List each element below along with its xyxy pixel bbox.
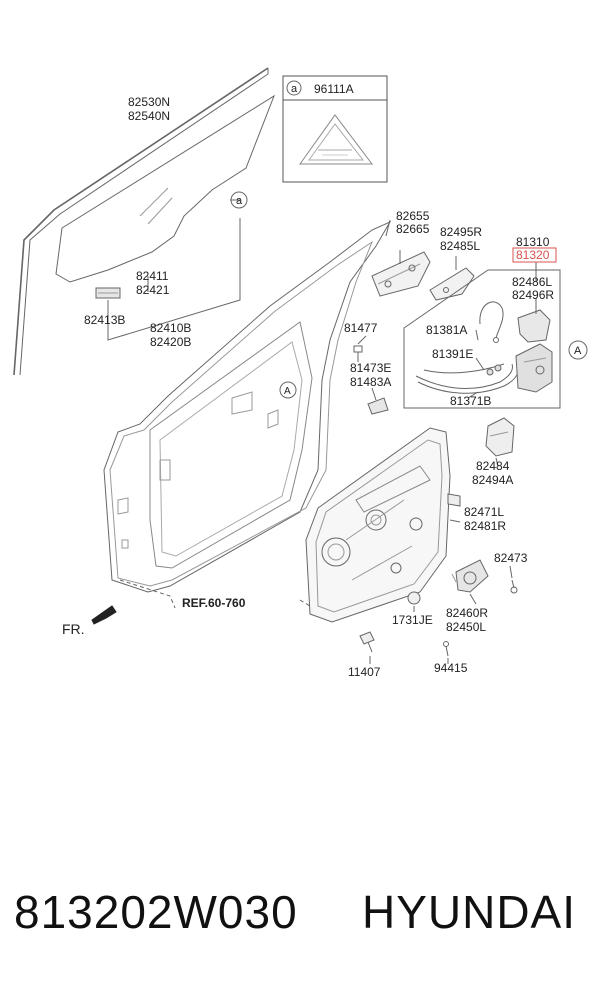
hinge-upper [371,251,431,297]
callout-82530n: 82530N [128,95,170,109]
callout-82473: 82473 [494,551,528,565]
marker-a-frame-label: A [284,386,291,397]
callout-82496r: 82496R [512,288,554,302]
callout-82460r: 82460R [446,606,488,620]
inside-handle-cable [479,301,504,343]
ref-dashed-line [119,579,176,609]
door-glass [55,94,276,283]
callout-82410b: 82410B [150,321,191,335]
door-module-plate [305,427,461,623]
marker-a-latch [568,340,588,360]
callout-82495r: 82495R [440,225,482,239]
callout-82411: 82411 [136,269,169,283]
door-inner-frame [103,220,392,593]
grommet-1731je [407,591,421,605]
callout-82484: 82484 [476,459,510,473]
callout-81483a: 81483A [350,375,391,389]
parts-diagram: 82530N 82540N 82411 82421 82413B 82410B … [13,67,588,679]
callout-81381a: 81381A [426,323,467,337]
latch-group-box [403,269,561,409]
callout-82420b: 82420B [150,335,191,349]
ref-label: REF.60-760 [182,596,246,610]
part-number-caption: 813202W030 [14,886,298,938]
door-latch-81320 [515,309,553,393]
front-arrow-icon [91,605,117,625]
marker-a-glass [230,191,248,209]
callout-81320: 81320 [516,248,550,262]
callout-82471l: 82471L [464,505,504,519]
leader-lines [230,199,537,664]
callout-82485l: 82485L [440,239,480,253]
marker-a-latch-label: A [574,345,582,357]
callout-82413b: 82413B [84,313,125,327]
callout-81477: 81477 [344,321,378,335]
screw-82473 [510,579,518,594]
callout-82486l: 82486L [512,275,552,289]
screw-94415 [443,641,449,657]
callout-81371b: 81371B [450,394,491,408]
callout-82494a: 82494A [472,473,513,487]
callout-81310: 81310 [516,235,550,249]
latch-cables [415,363,519,394]
clip-81473e [367,397,389,415]
glass-clip [95,287,121,299]
hinge-bracket [429,267,475,301]
caption: 813202W030 HYUNDAI [0,872,600,952]
callout-82540n: 82540N [128,109,170,123]
bolt-11407 [359,631,375,653]
marker-a-glass-label: a [236,195,243,207]
callout-labels: 82530N 82540N 82411 82421 82413B 82410B … [62,82,582,679]
callout-96111a: 96111A [314,82,354,96]
front-label: FR. [62,621,85,637]
window-motor [451,559,489,593]
latch-bracket [485,417,515,457]
callout-81391e: 81391E [432,347,473,361]
callout-1731je: 1731JE [392,613,433,627]
callout-11407: 11407 [348,665,381,679]
safety-label-box [282,75,388,183]
highlighted-part: 81320 [512,247,557,263]
callout-82665: 82665 [396,222,430,236]
callout-81473e: 81473E [350,361,391,375]
callout-94415: 94415 [434,661,468,675]
callout-82450l: 82450L [446,620,486,634]
marker-a-frame [279,381,297,399]
bolt-81477 [353,345,363,362]
callout-82481r: 82481R [464,519,506,533]
glass-run-channel [13,67,269,376]
marker-a-box-label: a [291,83,298,95]
callout-82655: 82655 [396,209,430,223]
glass-callout-bracket [107,218,241,341]
callout-82421: 82421 [136,283,170,297]
brand-caption: HYUNDAI [362,886,577,938]
marker-a-box [286,80,302,96]
